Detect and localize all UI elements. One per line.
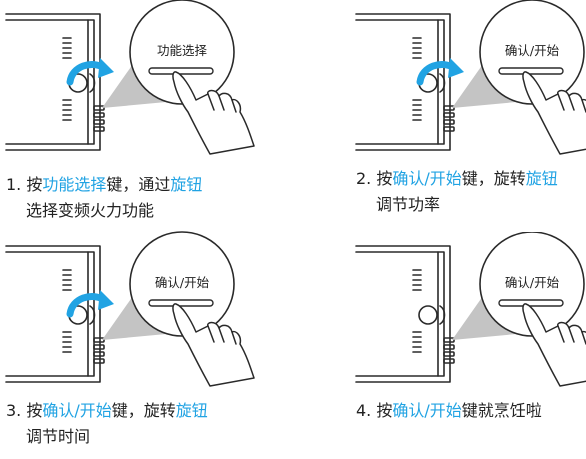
- caption-text: 键，通过: [106, 175, 171, 194]
- caption-line-2: 调节时间: [26, 427, 91, 446]
- indicator-lights: [412, 37, 422, 121]
- step-caption: 2. 按确认/开始键，旋转旋钮调节功率: [356, 166, 558, 218]
- highlight-text: 确认/开始: [392, 401, 462, 420]
- caption-text: 按: [26, 401, 43, 420]
- step-number: 1.: [6, 175, 27, 194]
- side-buttons: [93, 337, 105, 364]
- pointing-hand-icon: [172, 71, 255, 155]
- button-label: 确认/开始: [155, 275, 210, 290]
- caption-text: 按: [376, 169, 393, 188]
- arrow-head-icon: [98, 58, 114, 78]
- pointing-hand-icon: [522, 303, 586, 387]
- caption-line-2: 选择变频火力功能: [26, 201, 155, 220]
- microwave-illustration: 确认/开始: [355, 0, 586, 155]
- highlight-text: 旋钮: [525, 169, 558, 188]
- pill-button-icon: [498, 67, 564, 75]
- microwave-illustration: 确认/开始: [5, 231, 255, 387]
- caption-text: 键，旋转: [461, 169, 526, 188]
- caption-text: 键就烹饪啦: [461, 401, 542, 420]
- button-label: 确认/开始: [505, 275, 560, 290]
- indicator-lights: [412, 269, 422, 353]
- arrow-head-icon: [448, 58, 464, 78]
- button-label: 功能选择: [157, 43, 208, 58]
- arrow-head-icon: [98, 290, 114, 310]
- step-number: 4.: [356, 401, 377, 420]
- indicator-lights: [62, 37, 72, 121]
- caption-line-1: 2. 按确认/开始键，旋转旋钮: [356, 169, 558, 188]
- microwave-illustration: 确认/开始: [355, 232, 586, 387]
- highlight-text: 旋钮: [170, 175, 203, 194]
- side-buttons: [443, 105, 455, 132]
- indicator-lights: [62, 269, 72, 353]
- highlight-text: 确认/开始: [392, 169, 462, 188]
- knob-icon: [418, 305, 438, 325]
- step-1: 功能选择 1. 按功能选择键，通过旋钮选择变频火力功能: [0, 0, 293, 229]
- microwave-illustration: 功能选择: [5, 0, 255, 155]
- pointing-hand-icon: [172, 303, 255, 387]
- side-buttons: [93, 105, 105, 132]
- step-4: 确认/开始 4. 按确认/开始键就烹饪啦: [350, 232, 586, 459]
- caption-line-1: 3. 按确认/开始键，旋转旋钮: [6, 401, 208, 420]
- pill-button-icon: [498, 299, 564, 307]
- caption-text: 按: [26, 175, 43, 194]
- step-2: 确认/开始 2. 按确认/开始键，旋转旋钮调节功率: [350, 0, 586, 229]
- step-3: 确认/开始 3. 按确认/开始键，旋转旋钮调节时间: [0, 231, 293, 459]
- highlight-text: 旋钮: [175, 401, 208, 420]
- caption-line-1: 1. 按功能选择键，通过旋钮: [6, 175, 202, 194]
- step-caption: 1. 按功能选择键，通过旋钮选择变频火力功能: [6, 172, 202, 224]
- button-label: 确认/开始: [505, 43, 560, 58]
- caption-line-2: 调节功率: [376, 195, 441, 214]
- caption-text: 按: [376, 401, 393, 420]
- pointing-hand-icon: [522, 71, 586, 155]
- pill-button-icon: [148, 67, 214, 75]
- caption-line-1: 4. 按确认/开始键就烹饪啦: [356, 401, 542, 420]
- pill-button-icon: [148, 299, 214, 307]
- caption-text: 键，旋转: [111, 401, 176, 420]
- side-buttons: [443, 337, 455, 364]
- step-caption: 3. 按确认/开始键，旋转旋钮调节时间: [6, 398, 208, 450]
- step-number: 3.: [6, 401, 27, 420]
- highlight-text: 确认/开始: [42, 401, 112, 420]
- step-caption: 4. 按确认/开始键就烹饪啦: [356, 398, 542, 424]
- highlight-text: 功能选择: [42, 175, 107, 194]
- step-number: 2.: [356, 169, 377, 188]
